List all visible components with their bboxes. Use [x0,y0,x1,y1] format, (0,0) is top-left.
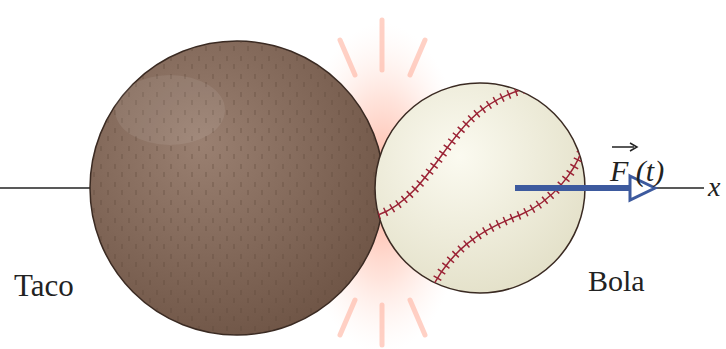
part-label: Bola [588,266,645,296]
part-label: Taco [14,270,74,301]
axis-label: x [708,173,720,201]
vector-symbol [612,143,637,151]
force-label: F (t) [610,156,664,186]
bat-circle [90,41,384,335]
